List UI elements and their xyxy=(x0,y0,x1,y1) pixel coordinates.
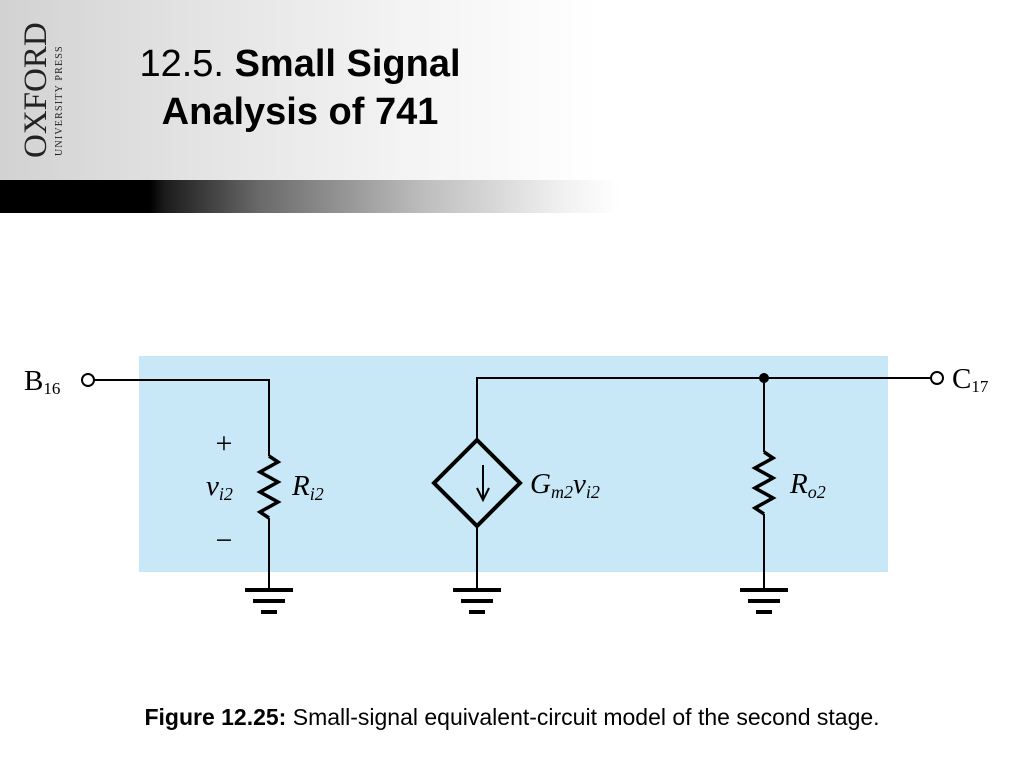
resistor-icon xyxy=(751,450,777,516)
logo-word: OXFORD xyxy=(18,22,54,158)
figure-caption: Figure 12.25: Small-signal equivalent-ci… xyxy=(0,704,1024,731)
title-line-1: 12.5. Small Signal xyxy=(100,40,500,88)
ground-icon xyxy=(453,588,501,614)
input-wire xyxy=(94,379,270,456)
controlled-source-label: Gm2vi2 xyxy=(530,468,600,502)
input-voltage-label: vi2 xyxy=(206,470,233,504)
section-number: 12.5. xyxy=(139,43,224,85)
circuit-background xyxy=(139,356,888,572)
input-resistor-label: Ri2 xyxy=(291,470,324,504)
resistor-icon xyxy=(256,454,282,520)
page-title: 12.5. Small Signal Analysis of 741 xyxy=(100,40,500,136)
title-line-2: Analysis of 741 xyxy=(161,91,439,133)
caption-text: Small-signal equivalent-circuit model of… xyxy=(286,704,880,730)
output-wire xyxy=(476,377,931,440)
circuit-diagram: B16 C17 + − vi2 Ri2 Gm2vi2 Ro2 xyxy=(24,356,989,614)
source-arrow-icon xyxy=(476,465,490,503)
logo-subword: UNIVERSITY PRESS xyxy=(54,45,65,156)
output-resistor-label: Ro2 xyxy=(789,468,826,502)
junction-dot xyxy=(759,373,769,383)
terminal-icon xyxy=(81,373,95,387)
ground-icon xyxy=(740,588,788,614)
header-bar xyxy=(0,180,1024,213)
terminal-icon xyxy=(930,371,944,385)
input-terminal-label: B16 xyxy=(24,365,60,398)
input-plus-sign: + xyxy=(216,427,233,460)
input-minus-sign: − xyxy=(216,524,233,557)
caption-lead: Figure 12.25: xyxy=(144,704,287,730)
oxford-logo: OXFORD UNIVERSITY PRESS xyxy=(0,0,70,180)
output-terminal-label: C17 xyxy=(952,363,989,396)
ground-icon xyxy=(245,588,293,614)
title-text-1: Small Signal xyxy=(234,43,461,85)
header-background xyxy=(0,0,1024,180)
